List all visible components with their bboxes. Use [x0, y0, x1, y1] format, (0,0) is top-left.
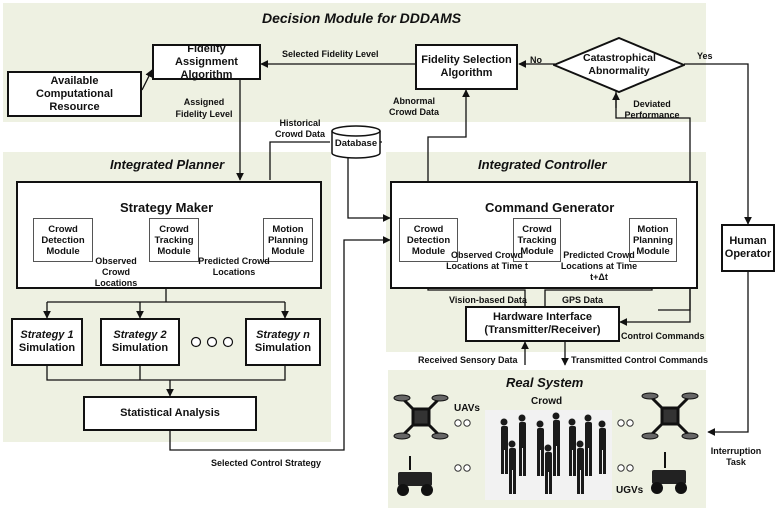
assigned-fidelity-label: Assigned Fidelity Level — [175, 97, 233, 119]
planner-crowd-detection-box: Crowd Detection Module — [33, 218, 93, 262]
hardware-interface-box: Hardware Interface (Transmitter/Receiver… — [465, 306, 620, 342]
database-label: Database — [334, 138, 378, 149]
controller-crowd-tracking-box: Crowd Tracking Module — [513, 218, 561, 262]
abnormal-crowd-data-label: Abnormal Crowd Data — [388, 96, 439, 117]
signal-circles — [454, 419, 634, 472]
vision-data-label: Vision-based Data — [449, 295, 527, 305]
available-resource-box: Available Computational Resource — [7, 71, 142, 117]
strategy-2-simulation-label: Simulation — [111, 342, 169, 354]
controller-motion-planning-box: Motion Planning Module — [629, 218, 677, 262]
control-commands-label: Control Commands — [621, 331, 705, 341]
strategy-2-simulation-box: Strategy 2 Simulation — [100, 318, 180, 366]
strategy-n-label: Strategy n — [256, 329, 310, 341]
strategy-1-simulation-box: Strategy 1 Simulation — [11, 318, 83, 366]
strategy-maker-title: Strategy Maker — [120, 200, 214, 215]
uav-left-icon — [393, 394, 449, 440]
strategy-1-simulation-label: Simulation — [18, 342, 76, 354]
strategy-n-simulation-box: Strategy n Simulation — [245, 318, 321, 366]
uav-right-icon — [641, 392, 699, 440]
fidelity-selection-box: Fidelity Selection Algorithm — [415, 44, 518, 90]
human-operator-box: Human Operator — [721, 224, 775, 272]
real-system-title: Real System — [506, 375, 584, 390]
controller-observed-label: Observed Crowd Locations at Time t — [446, 250, 528, 271]
ugv-right-icon — [651, 452, 687, 494]
database-cylinder: Database — [330, 125, 382, 159]
fidelity-assignment-box: Fidelity Assignment Algorithm — [152, 43, 261, 81]
crowd-figures — [500, 412, 606, 494]
planner-predicted-label: Predicted Crowd Locations — [198, 256, 270, 277]
strategy-n-simulation-label: Simulation — [254, 342, 312, 354]
integrated-controller-title: Integrated Controller — [478, 157, 607, 172]
yes-label: Yes — [697, 51, 713, 61]
planner-crowd-tracking-box: Crowd Tracking Module — [149, 218, 199, 262]
historical-crowd-data-label: Historical Crowd Data — [274, 118, 325, 139]
controller-crowd-detection-box: Crowd Detection Module — [399, 218, 458, 262]
catastrophical-abnormality-diamond: Catastrophical Abnormality — [553, 37, 685, 93]
transmitted-commands-label: Transmitted Control Commands — [571, 355, 709, 365]
controller-predicted-label: Predicted Crowd Locations at Time t+Δt — [560, 250, 638, 282]
uavs-label: UAVs — [454, 403, 480, 414]
crowd-label: Crowd — [531, 396, 563, 407]
received-sensory-label: Received Sensory Data — [418, 355, 518, 365]
catastrophical-abnormality-label: Catastrophical Abnormality — [583, 52, 656, 77]
selected-fidelity-label: Selected Fidelity Level — [282, 49, 379, 59]
strategy-1-label: Strategy 1 — [20, 329, 74, 341]
deviated-performance-label: Deviated Performance — [624, 99, 680, 120]
ugvs-label: UGVs — [616, 485, 644, 496]
command-generator-title: Command Generator — [485, 200, 615, 215]
decision-module-title: Decision Module for DDDAMS — [262, 10, 462, 26]
planner-observed-label: Observed Crowd Locations — [94, 256, 138, 288]
ugv-left-icon — [397, 456, 433, 496]
no-label: No — [530, 55, 542, 65]
integrated-planner-title: Integrated Planner — [110, 157, 225, 172]
statistical-analysis-box: Statistical Analysis — [83, 396, 257, 431]
planner-motion-planning-box: Motion Planning Module — [263, 218, 313, 262]
strategy-2-label: Strategy 2 — [113, 329, 167, 341]
gps-data-label: GPS Data — [562, 295, 604, 305]
selected-control-strategy-label: Selected Control Strategy — [211, 458, 322, 468]
interruption-task-label: Interruption Task — [710, 446, 762, 467]
ellipsis-circles — [190, 336, 234, 348]
